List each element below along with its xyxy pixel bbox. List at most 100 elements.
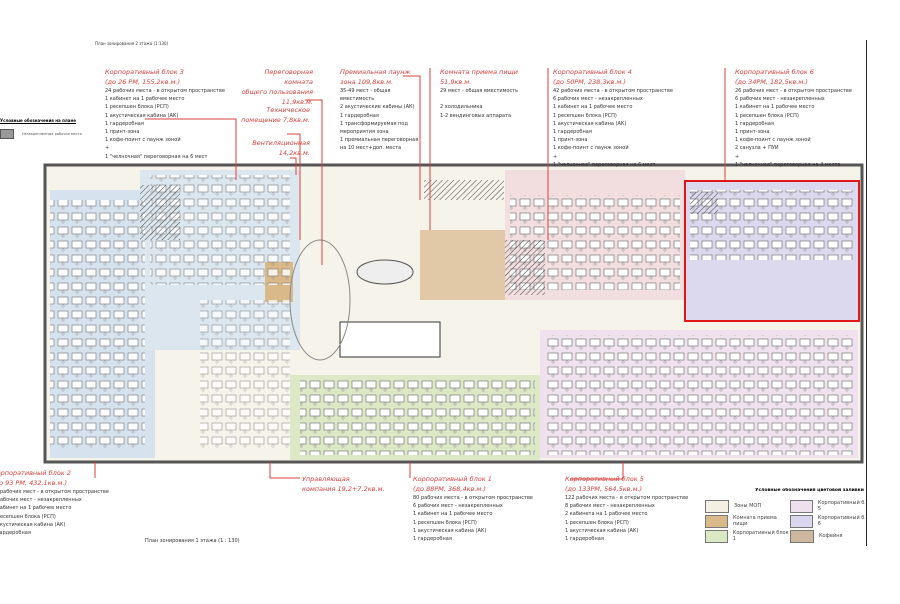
- list-item: 1 ресепшен блока (РСП): [413, 519, 477, 526]
- block-6-title: Корпоративный блок 6: [735, 68, 814, 76]
- list-item: 1 гардеробная: [0, 529, 31, 536]
- list-item: мероприятия зона: [340, 128, 389, 135]
- list-item: 1 гардеробная: [735, 120, 774, 127]
- block-1-subtitle: (до 88РМ, 368,4кв.м.): [413, 485, 486, 493]
- list-item: 1 ресепшен блока (РСП): [565, 519, 629, 526]
- legend-swatch: [790, 514, 813, 528]
- list-item: 1 "челночная" переговорная на 4 места: [735, 161, 841, 168]
- list-item: 8 рабочих мест - незакрепленных: [0, 497, 82, 504]
- list-item: 85 рабочих мест - в открытом пространств…: [0, 489, 109, 495]
- meeting-room-area: 11,9кв.м.: [281, 98, 313, 106]
- list-item: на 10 мест+доп. места: [340, 145, 402, 152]
- legend-item: Корпоративный блок 5: [790, 499, 865, 513]
- block-5-title: Корпоративный блок 5: [565, 475, 644, 483]
- legend-label: Корпоративный блок 1: [732, 530, 789, 542]
- list-item: 1 кофе-поинт с лаунж зоной: [735, 137, 811, 144]
- list-item: 1 гардеробная: [553, 128, 592, 135]
- block-4-title: Корпоративный блок 4: [553, 68, 632, 76]
- list-item: 1 ресепшен блока (РСП): [735, 112, 799, 119]
- list-item: 2 санузла + ПУИ: [735, 145, 779, 152]
- legend-label: Корпоративный блок 5: [817, 500, 865, 512]
- tech-room-subtitle: помещение 7,8кв.м.: [241, 116, 310, 124]
- vent-subtitle: 14,2кв.м.: [278, 149, 310, 157]
- block-6-highlight: [684, 180, 860, 322]
- list-item: 1 ресепшен блока (РСП): [0, 513, 56, 520]
- vent-title: Вентиляционная: [252, 139, 310, 147]
- list-item: 1 кабинет на 1 рабочее место: [0, 505, 72, 512]
- list-item: 80 рабочих места - в открытом пространст…: [413, 495, 533, 501]
- block-6-annotation: Корпоративный блок 6 (до 34РМ, 182,5кв.м…: [735, 67, 852, 169]
- legend-label: Корпоративный блок 6: [817, 515, 865, 527]
- sheet-border: [866, 40, 867, 546]
- list-item: 1 гардеробная: [565, 535, 604, 542]
- list-item: 6 рабочих мест - незакрепленных: [413, 503, 503, 510]
- list-item: 1 ресепшен блока (РСП): [553, 112, 617, 119]
- meeting-table: [356, 259, 414, 285]
- block-3-subtitle: (до 26 РМ, 155,2кв.м.): [105, 78, 181, 86]
- plan-header: План зонирования 2 этажа (1:130): [95, 41, 169, 46]
- list-item: 2 кабинета на 1 рабочее место: [565, 511, 648, 518]
- lounge-subtitle: зона 109,8кв.м.: [340, 78, 394, 86]
- block-5-annotation: Корпоративный блок 5 (до 133РМ, 564,5кв.…: [565, 474, 688, 546]
- list-item: 35-49 мест - общая: [340, 88, 391, 94]
- block-3-title: Корпоративный блок 3: [105, 68, 184, 76]
- list-item: 1 ресепшен блока (РСП): [105, 104, 169, 111]
- block-3-annotation: Корпоративный блок 3 (до 26 РМ, 155,2кв.…: [105, 67, 225, 161]
- small-legend-title: Условные обозначения на плане: [0, 118, 76, 123]
- list-item: 1 кофе-поинт с лаунж зоной: [553, 145, 629, 152]
- legend-swatch: [790, 499, 813, 513]
- food-subtitle: 51,9кв.м.: [440, 78, 472, 86]
- block-1-title: Корпоративный блок 1: [413, 475, 492, 483]
- block-4-list: 42 рабочих места - в открытом пространст…: [553, 87, 673, 169]
- block-4-annotation: Корпоративный блок 4 (до 50РМ, 238,3кв.м…: [553, 67, 673, 169]
- list-item: 1 принт-зона: [105, 128, 140, 135]
- food-annotation: Комната приема пищи 51,9кв.м. 29 мест - …: [440, 67, 518, 120]
- block-4-subtitle: (до 50РМ, 238,3кв.м.): [553, 78, 626, 86]
- block-6-list: 26 рабочих мест - в открытом пространств…: [735, 87, 852, 169]
- block-2-annotation: Корпоративный блок 2 (до 93 РМ, 432,1кв.…: [0, 468, 109, 546]
- list-item: 1 трансформируемая под: [340, 120, 408, 127]
- list-item: [440, 95, 518, 103]
- meeting-room-annotation: Переговорная комната общего пользования …: [236, 67, 313, 107]
- list-item: 1 гардеробная: [340, 112, 379, 119]
- list-item: 1 принт-зона: [553, 137, 588, 144]
- list-item: 42 рабочих места - в открытом пространст…: [553, 88, 673, 94]
- legend-swatch: [705, 499, 729, 513]
- legend-swatch: [705, 514, 728, 528]
- legend-item: Кофейня: [790, 529, 865, 543]
- list-item: 122 рабочих места - в открытом пространс…: [565, 495, 689, 501]
- tech-room-annotation: Техническое помещение 7,8кв.м.: [240, 105, 310, 125]
- list-item: 1 акустическая кабина (АК): [0, 521, 66, 528]
- list-item: +: [105, 145, 110, 152]
- block-5-list: 122 рабочих места - в открытом пространс…: [565, 494, 688, 543]
- legend-swatch: [0, 129, 14, 139]
- tech-room-title: Техническое: [266, 106, 310, 114]
- small-legend-item: Незакрепленные рабочие места: [22, 132, 82, 136]
- legend-item: Комната приема пищи: [705, 514, 790, 528]
- legend-item: Корпоративный блок 6: [790, 514, 865, 528]
- mgmt-subtitle: компания 19,2+7,2кв.м.: [302, 485, 385, 493]
- block-2-title: Корпоративный блок 2: [0, 469, 71, 477]
- list-item: 1 гардеробная: [105, 120, 144, 127]
- vent-annotation: Вентиляционная 14,2кв.м.: [240, 138, 310, 158]
- legend-label: Комната приема пищи: [732, 515, 777, 527]
- lounge-title: Премиальная лаунж: [340, 68, 411, 76]
- list-item: 6 рабочих мест - незакрепленных: [735, 96, 825, 103]
- mgmt-annotation: Управляющая компания 19,2+7,2кв.м.: [302, 474, 385, 494]
- block-6-subtitle: (до 34РМ, 182,5кв.м.): [735, 78, 808, 86]
- legend-swatch: [705, 529, 728, 543]
- list-item: +: [735, 153, 740, 160]
- legend-item: Зоны МОП: [705, 499, 790, 513]
- lounge-annotation: Премиальная лаунж зона 109,8кв.м. 35-49 …: [340, 67, 418, 153]
- food-title: Комната приема пищи: [440, 68, 518, 76]
- list-item: 1 кабинет на 1 рабочее место: [553, 104, 633, 111]
- small-legend: Условные обозначения на плане Незакрепле…: [0, 118, 82, 139]
- legend-label: Зоны МОП: [734, 503, 762, 509]
- block-2-list: 85 рабочих мест - в открытом пространств…: [0, 488, 109, 537]
- legend-item: Корпоративный блок 1: [705, 529, 790, 543]
- list-item: 1 акустическая кабина (АК): [565, 527, 639, 534]
- list-item: 1 кабинет на 1 рабочее место: [413, 511, 493, 518]
- list-item: 1 акустическая кабина (АК): [553, 120, 627, 127]
